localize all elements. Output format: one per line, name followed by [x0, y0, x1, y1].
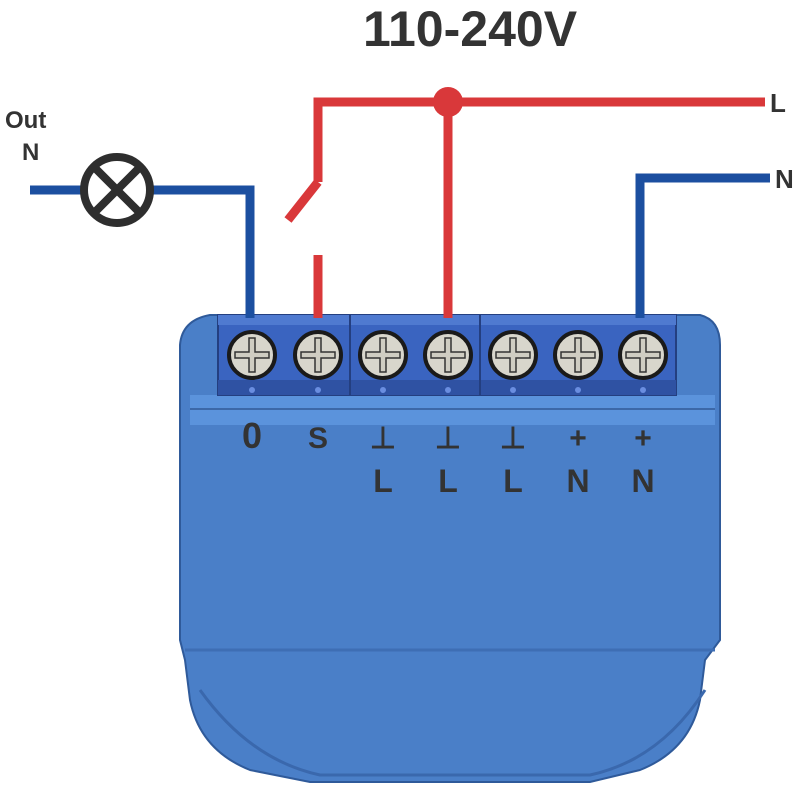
terminal-label-bottom: L [503, 463, 523, 499]
terminal-label-top: + [569, 422, 587, 455]
neutral-label: N [775, 164, 794, 194]
neutral-in-wire [635, 173, 770, 318]
terminal-label-top: + [634, 422, 652, 455]
terminal-dot [445, 387, 451, 393]
lamp-icon [80, 153, 154, 227]
out-n-label: N [22, 139, 39, 166]
terminal-screw [227, 330, 277, 380]
terminal-screw [423, 330, 473, 380]
terminal-screw [293, 330, 343, 380]
junction-dot [433, 87, 463, 117]
voltage-title: 110-240V [363, 1, 578, 57]
terminal-dot [249, 387, 255, 393]
relay-module [179, 314, 721, 783]
terminal-label-top: S [308, 422, 328, 455]
terminal-label-bottom: L [373, 463, 393, 499]
terminal-screw [553, 330, 603, 380]
out-label: Out [5, 107, 46, 134]
terminal-screw [488, 330, 538, 380]
terminal-label-bottom: N [566, 463, 589, 499]
live-wire [284, 97, 765, 318]
terminal-dot [380, 387, 386, 393]
terminal-label-top: 0 [242, 415, 262, 456]
neutral-out-wire [30, 185, 255, 318]
terminal-label-top: ⊥ [435, 422, 461, 455]
terminal-label-bottom: N [631, 463, 654, 499]
terminal-dot [640, 387, 646, 393]
terminal-dot [510, 387, 516, 393]
terminal-screw [358, 330, 408, 380]
terminal-label-bottom: L [438, 463, 458, 499]
terminal-dot [315, 387, 321, 393]
line-label: L [770, 88, 786, 118]
terminal-screw [618, 330, 668, 380]
terminal-label-top: ⊥ [500, 422, 526, 455]
terminal-dot [575, 387, 581, 393]
terminal-label-top: ⊥ [370, 422, 396, 455]
